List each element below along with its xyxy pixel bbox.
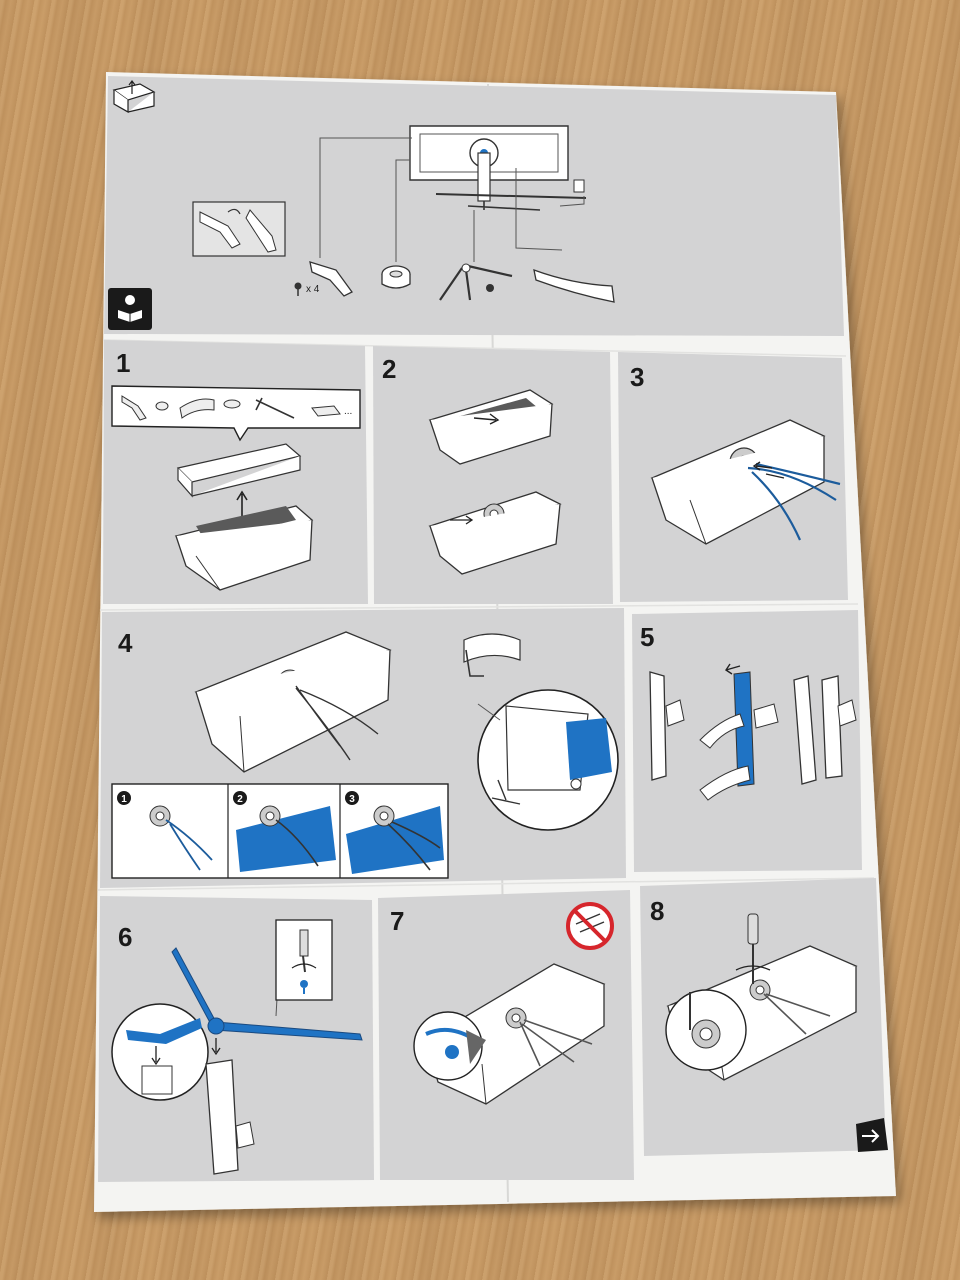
step-1-lift-arrow	[236, 490, 248, 520]
step-3-box	[650, 419, 826, 545]
monitor-back-illustration	[409, 125, 587, 211]
more-parts-ellipsis: ...	[344, 406, 352, 417]
substep-1-label: 1	[121, 794, 127, 805]
step-5-neck-3	[793, 675, 857, 785]
step-6-screwdriver-inset	[275, 919, 333, 1001]
step-4-panel: 4	[100, 608, 626, 888]
substep-3-label: 3	[349, 794, 355, 805]
substep-2-label: 2	[237, 794, 243, 805]
open-box-icon	[112, 80, 156, 114]
step-1-panel: 1 ...	[103, 340, 368, 604]
screw-count-label: x 4	[306, 284, 320, 295]
component-neck	[309, 261, 353, 297]
screw-icon: x 4	[294, 282, 320, 296]
step-1-box	[174, 505, 314, 591]
fold-line-h2	[99, 603, 859, 611]
step-8-number: 8	[650, 896, 664, 926]
step-6-neck	[205, 1038, 255, 1175]
step-3-panel: 3	[618, 352, 848, 602]
step-6-number: 6	[118, 922, 132, 952]
step-4-box	[194, 631, 392, 773]
step-5-neck-1	[649, 671, 685, 781]
step-8-detail-circle	[665, 989, 747, 1071]
step-6-detail-circle	[111, 1003, 209, 1101]
component-cable-cover	[533, 268, 615, 303]
step-2-number: 2	[382, 354, 396, 384]
screwdriver-icon	[735, 913, 771, 984]
step-5-neck-2	[699, 663, 779, 801]
step-5-number: 5	[640, 622, 654, 652]
step-3-number: 3	[630, 362, 644, 392]
component-base-ring	[381, 265, 411, 289]
leader-lines	[319, 137, 585, 262]
step-4-detail-inset	[463, 633, 619, 831]
step-3-cables	[747, 462, 841, 541]
neck-cover-inset	[192, 201, 286, 257]
step-5-panel: 5	[632, 610, 862, 872]
fold-line-h1	[102, 339, 847, 357]
step-1-number: 1	[116, 348, 130, 378]
prohibited-icon	[566, 902, 614, 950]
read-manual-icon	[108, 288, 152, 330]
overview-panel: x 4	[104, 76, 844, 336]
arrow-right-icon[interactable]	[856, 1118, 888, 1152]
step-4-substeps-strip: 1 2 3	[111, 783, 449, 879]
step-7-panel: 7	[378, 890, 634, 1180]
step-8-panel: 8	[640, 878, 888, 1156]
step-2-panel: 2	[373, 346, 613, 604]
step-7-number: 7	[390, 906, 404, 936]
step-2-box-bottom	[428, 491, 562, 575]
step-1-foam-tray	[176, 443, 302, 498]
step-6-panel: 6	[98, 896, 374, 1182]
component-stand-base	[439, 263, 513, 301]
step-4-number: 4	[118, 628, 133, 658]
step-1-parts-callout: ...	[111, 385, 361, 442]
fold-line-h3	[97, 877, 875, 891]
step-7-box	[413, 963, 606, 1105]
step-3-arrows	[752, 461, 785, 479]
step-2-box-top	[428, 389, 554, 465]
